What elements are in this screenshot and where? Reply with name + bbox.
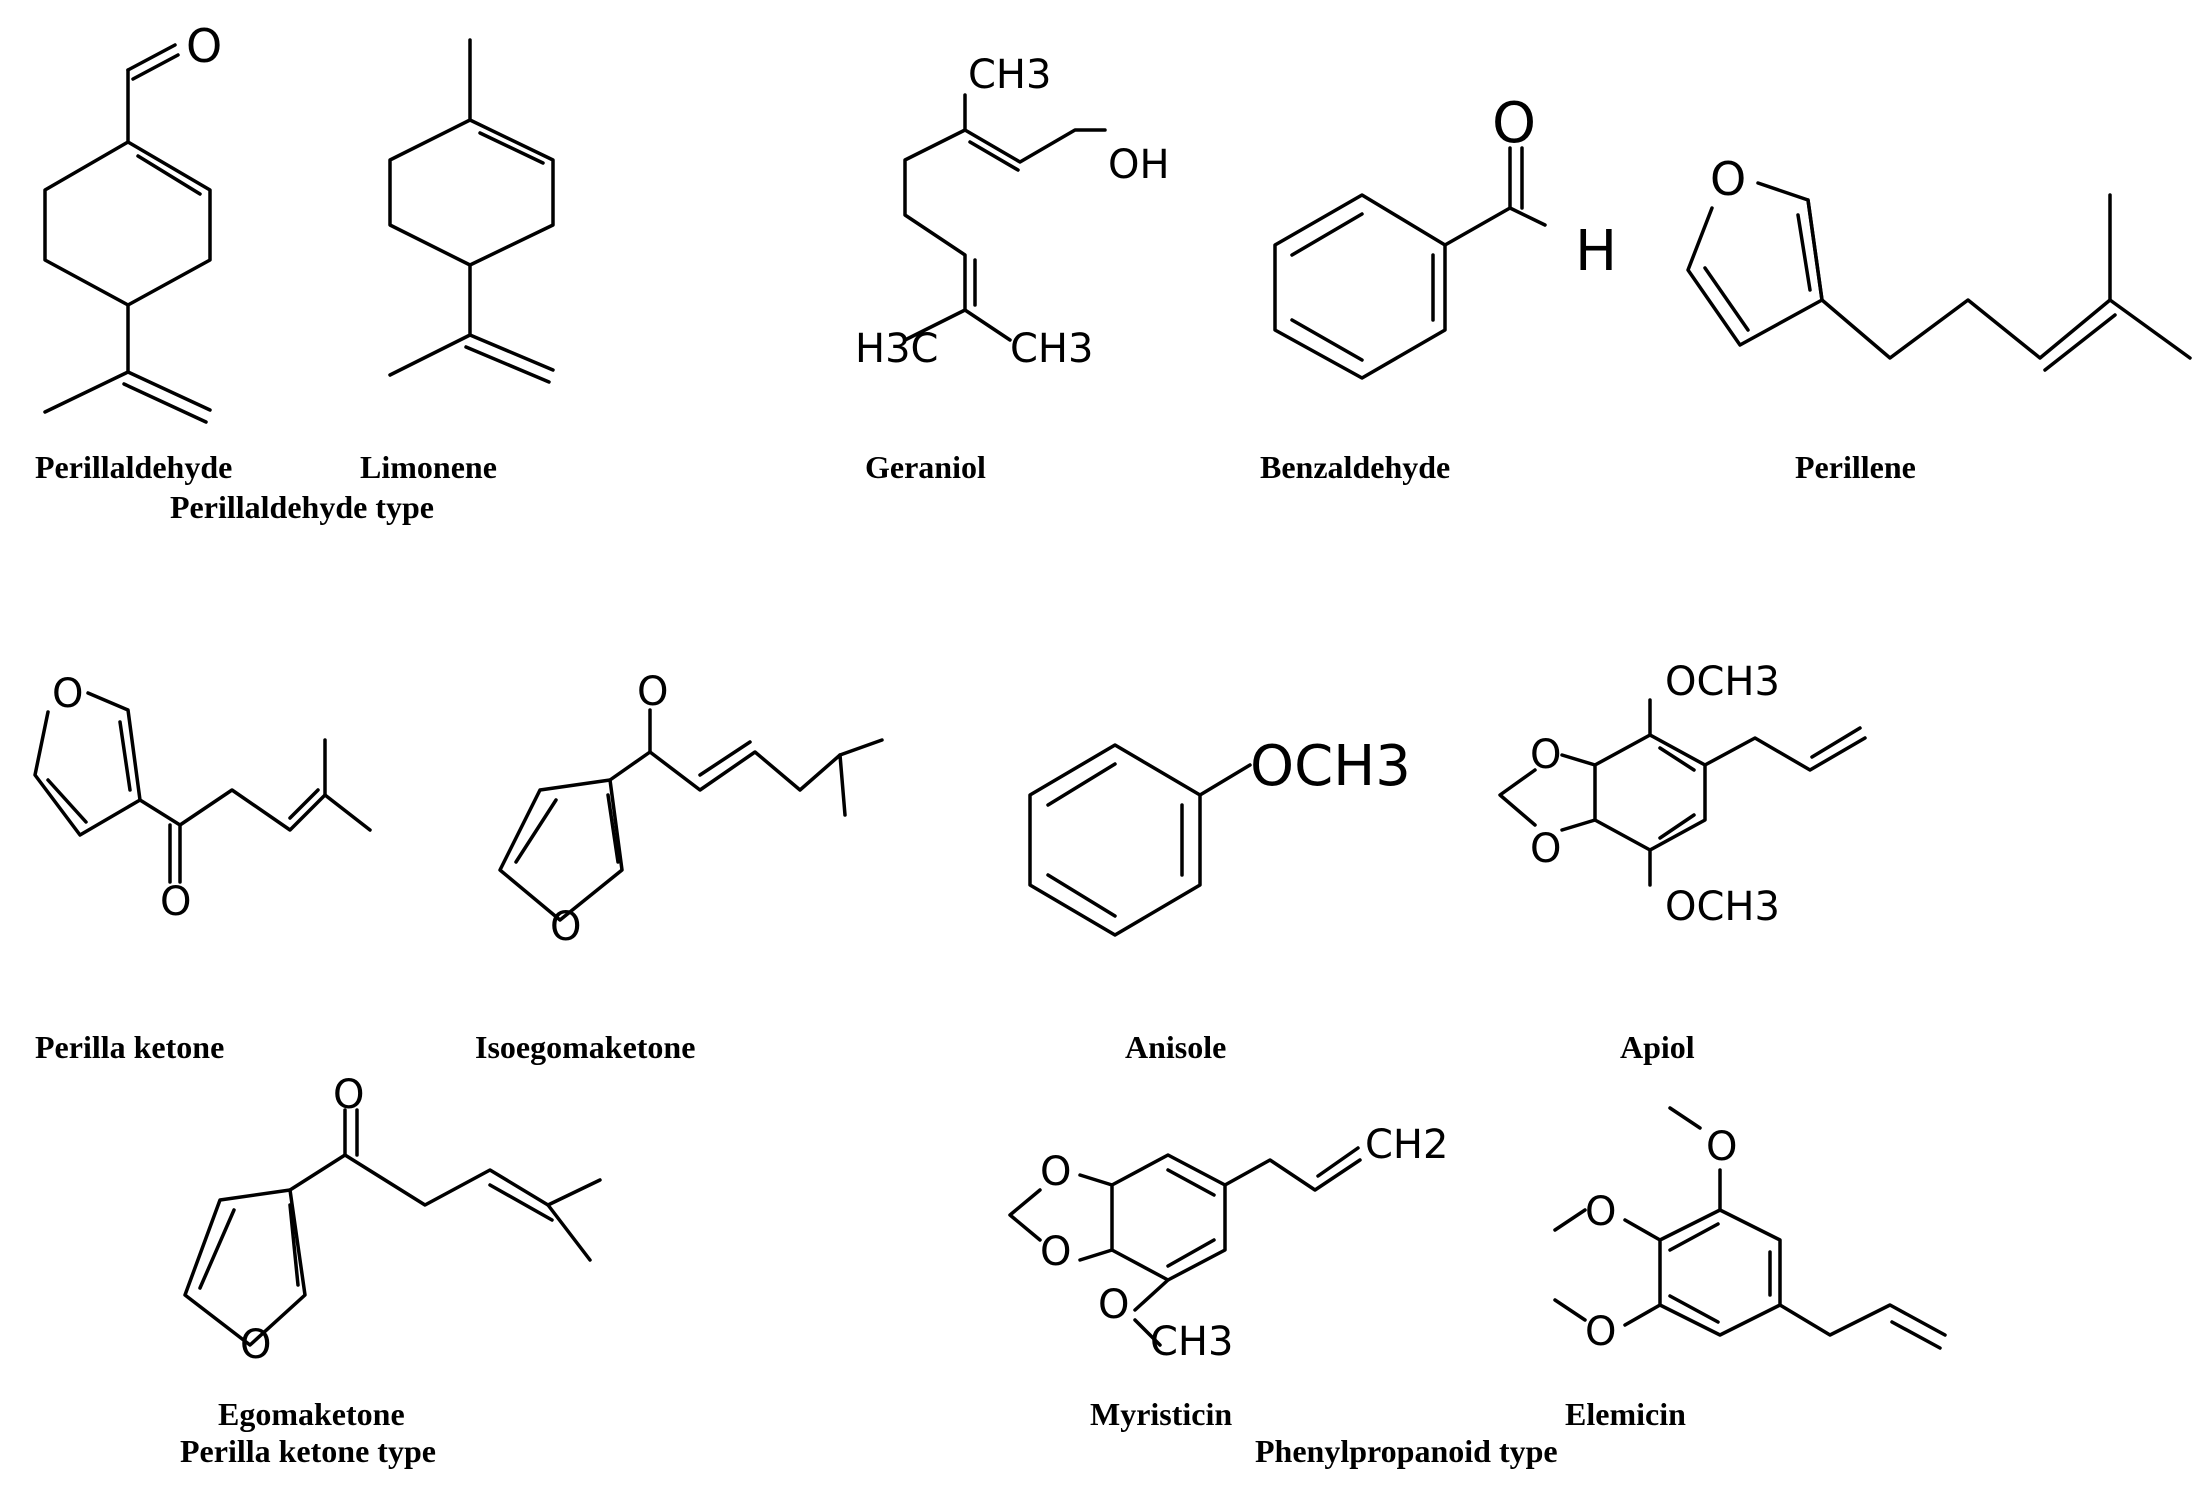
structure-perillaldehyde: O (43, 19, 222, 424)
methoxy-oxygen-middle: O (1585, 1189, 1616, 1235)
group-label-phenylpropanoid-type: Phenylpropanoid type (1255, 1433, 1558, 1469)
group-label-perillaldehyde-type: Perillaldehyde type (170, 489, 434, 525)
structure-anisole: OCH3 (1028, 734, 1411, 937)
compound-label-egomaketone: Egomaketone (218, 1396, 405, 1432)
methyl-group-label: CH3 (968, 52, 1051, 98)
structure-limonene (388, 38, 555, 384)
hydrogen-atom-label: H (1575, 219, 1617, 284)
structure-perilla-ketone: O O (33, 671, 372, 925)
compound-label-apiol: Apiol (1620, 1029, 1695, 1065)
group-label-perilla-ketone-type: Perilla ketone type (180, 1433, 436, 1469)
structure-apiol: OCH3 OCH3 O O (1498, 659, 1867, 930)
compound-label-anisole: Anisole (1125, 1029, 1226, 1065)
structure-geraniol: CH3 OH H3C CH3 (855, 52, 1170, 372)
structure-elemicin: O O O (1553, 1106, 1947, 1355)
methyl-group-label-left: H3C (855, 326, 938, 372)
methoxy-oxygen-label: O (1098, 1282, 1129, 1328)
furan-oxygen-label: O (1710, 152, 1746, 206)
compound-label-benzaldehyde: Benzaldehyde (1260, 449, 1450, 485)
methylene-group-label: CH2 (1365, 1122, 1448, 1168)
furan-oxygen-label: O (240, 1322, 271, 1368)
methoxy-group-label-bottom: OCH3 (1665, 884, 1780, 930)
structure-benzaldehyde: O H (1273, 91, 1617, 380)
methyl-group-label-right: CH3 (1010, 326, 1093, 372)
methoxy-group-label: OCH3 (1250, 734, 1411, 799)
hydroxyl-group-label: OH (1108, 142, 1170, 188)
compound-label-myristicin: Myristicin (1090, 1396, 1232, 1432)
methoxy-group-label-top: OCH3 (1665, 659, 1780, 705)
compound-label-limonene: Limonene (360, 449, 497, 485)
methoxy-oxygen-bottom: O (1585, 1309, 1616, 1355)
compound-label-perillene: Perillene (1795, 449, 1916, 485)
carbonyl-oxygen-label: O (637, 669, 668, 715)
compound-label-isoegomaketone: Isoegomaketone (475, 1029, 695, 1065)
methoxy-oxygen-top: O (1706, 1124, 1737, 1170)
furan-oxygen-label: O (550, 904, 581, 950)
compound-label-geraniol: Geraniol (865, 449, 986, 485)
compound-label-elemicin: Elemicin (1565, 1396, 1686, 1432)
oxygen-atom-label: O (1492, 91, 1536, 156)
dioxole-oxygen-lower: O (1530, 826, 1561, 872)
dioxole-oxygen-lower: O (1040, 1229, 1071, 1275)
structure-myristicin: CH2 O CH3 O O (1008, 1122, 1448, 1365)
compound-label-perillaldehyde: Perillaldehyde (35, 449, 232, 485)
carbonyl-oxygen-label: O (333, 1072, 364, 1118)
methyl-group-label: CH3 (1150, 1319, 1233, 1365)
structure-egomaketone: O O (183, 1072, 602, 1368)
dioxole-oxygen-upper: O (1040, 1149, 1071, 1195)
carbonyl-oxygen-label: O (160, 879, 191, 925)
structure-perillene: O (1686, 152, 2192, 372)
structure-isoegomaketone: O O (498, 669, 884, 950)
compound-label-perilla-ketone: Perilla ketone (35, 1029, 224, 1065)
oxygen-atom-label: O (186, 19, 222, 73)
furan-oxygen-label: O (52, 671, 83, 717)
